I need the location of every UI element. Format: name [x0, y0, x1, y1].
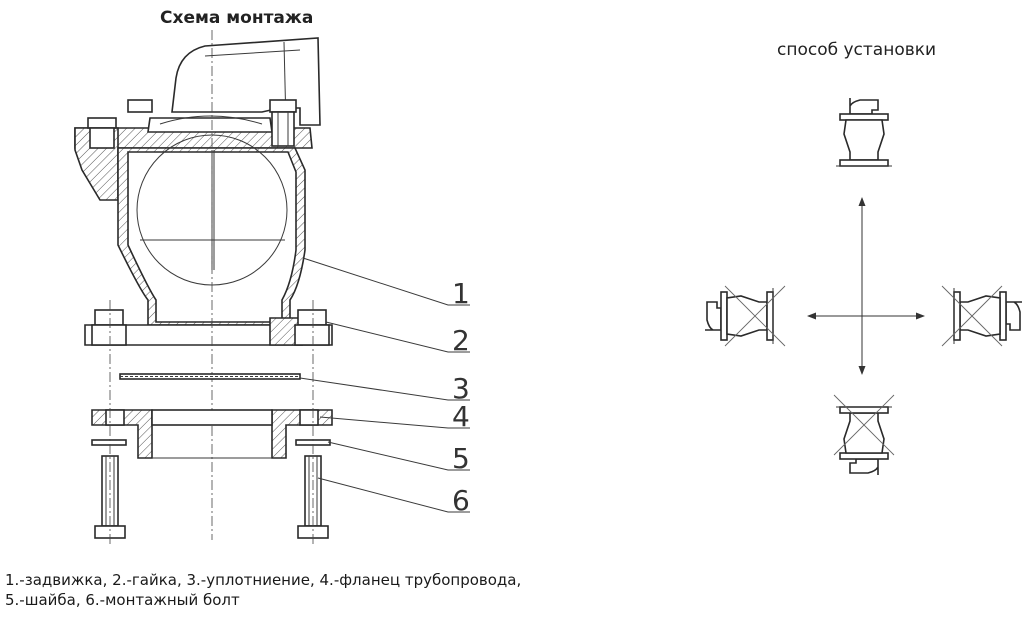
- top-nut-right: [269, 99, 297, 113]
- parts-legend: 1.-задвижка, 2.-гайка, 3.-уплотниение, 4…: [5, 570, 521, 610]
- legend-line-1: 1.-задвижка, 2.-гайка, 3.-уплотниение, 4…: [5, 571, 522, 589]
- diagram-title: Схема монтажа: [160, 8, 313, 28]
- valve-assembly: [74, 30, 333, 540]
- top-nut-center: [127, 99, 153, 113]
- nut-right: [297, 309, 327, 326]
- callout-3: 3: [452, 372, 470, 405]
- callout-4: 4: [452, 400, 470, 433]
- orientation-down-forbidden: [833, 394, 895, 476]
- orientation-arrows: [807, 197, 925, 375]
- installation-subtitle: способ установки: [777, 40, 936, 60]
- callout-2: 2: [452, 324, 470, 357]
- orientation-right-forbidden: [941, 285, 1023, 347]
- bolts: [94, 300, 329, 545]
- callout-6: 6: [452, 484, 470, 517]
- nut-left: [94, 309, 124, 326]
- callout-1: 1: [452, 277, 470, 310]
- legend-line-2: 5.-шайба, 6.-монтажный болт: [5, 591, 240, 609]
- callout-leaders: [299, 257, 470, 513]
- orientation-up-allowed: [835, 97, 893, 167]
- valve-outlet-elbow: [171, 37, 321, 126]
- orientation-left-forbidden: [704, 285, 786, 347]
- top-nut-left: [87, 117, 117, 129]
- callout-5: 5: [452, 442, 470, 475]
- washers: [91, 439, 331, 446]
- pipeline-flange: [91, 409, 333, 459]
- gasket: [119, 373, 301, 380]
